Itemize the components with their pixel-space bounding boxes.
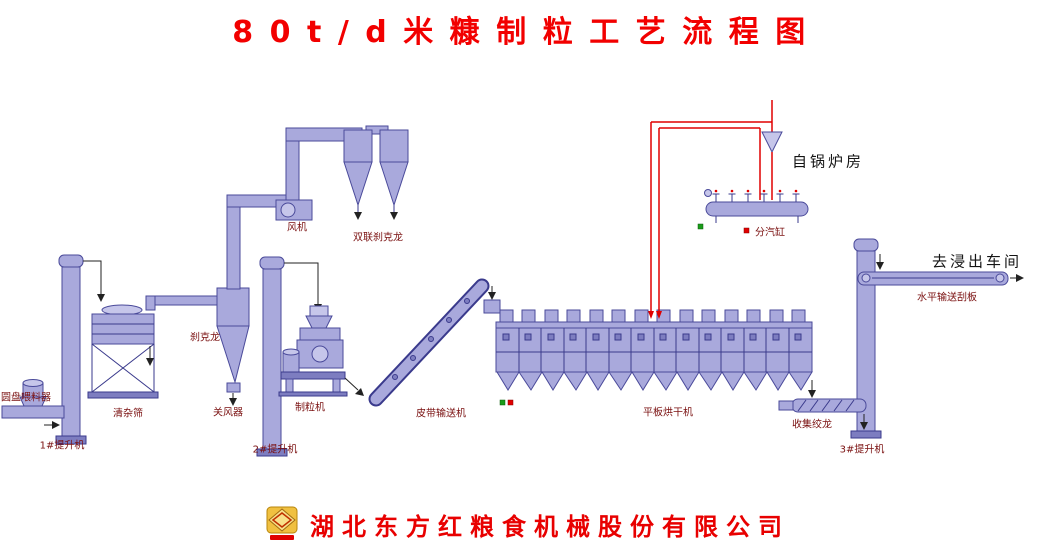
label-elevator-3: 3#提升机 — [839, 444, 885, 456]
steam-valves — [712, 189, 800, 202]
pellet-mill — [278, 305, 348, 397]
dryer-inlet — [483, 299, 501, 314]
flow-arrow-auger-to-elevator3 — [860, 414, 868, 430]
label-disc-feeder: 圆盘喂料器 — [1, 392, 51, 404]
fan — [275, 199, 313, 221]
steam-distributor — [704, 189, 809, 223]
disc-feeder — [1, 379, 65, 419]
company-logo — [266, 506, 298, 540]
label-from-boiler-room: 自锅炉房 — [791, 152, 865, 171]
flow-arrow-feeder-to-elevator1 — [44, 421, 60, 429]
double-cyclone — [343, 125, 409, 220]
company-name: 湖北东方红粮食机械股份有限公司 — [310, 512, 790, 541]
cyclone — [216, 287, 250, 393]
belt-conveyor — [368, 278, 490, 407]
aspiration-duct — [145, 295, 221, 311]
label-collecting-auger: 收集绞龙 — [792, 419, 832, 431]
flow-arrow-elevator1-to-sieve — [83, 260, 105, 302]
pressure-gauge — [704, 189, 712, 197]
flow-arrow-dryer-to-auger — [808, 380, 816, 398]
flow-arrow-cyclone-discharge — [229, 393, 237, 406]
boiler-funnel — [761, 131, 783, 154]
auger-motor — [778, 400, 794, 411]
cleaning-sieve — [87, 304, 159, 399]
steam-pipes — [648, 100, 783, 319]
elevator-2 — [256, 256, 288, 457]
label-cleaning-sieve: 清杂筛 — [113, 408, 143, 420]
label-fan: 风机 — [287, 222, 307, 234]
label-horizontal-scraper-conveyor: 水平输送刮板 — [917, 292, 977, 304]
flow-arrow-belt-to-dryer — [488, 286, 496, 300]
scraper-conveyor — [857, 271, 1009, 286]
flow-arrow-mill-to-belt — [344, 377, 364, 396]
label-double-cyclone: 双联刹克龙 — [353, 232, 403, 244]
safety-valve-glyph — [697, 223, 750, 234]
drain-valve-glyph — [499, 399, 514, 406]
label-steam-distributor: 分汽缸 — [755, 227, 785, 239]
elevator-3 — [850, 238, 882, 439]
label-airlock: 关风器 — [213, 407, 243, 419]
airlock-device — [226, 382, 241, 393]
fan-ductwork — [226, 127, 363, 290]
label-elevator-1: 1#提升机 — [39, 440, 85, 452]
label-to-extraction-workshop: 去浸出车间 — [931, 252, 1023, 271]
flat-dryer — [483, 299, 813, 391]
label-flat-dryer: 平板烘干机 — [643, 407, 693, 419]
label-elevator-2: 2#提升机 — [252, 444, 298, 456]
diagram-title: 80t/d米糠制粒工艺流程图 — [232, 15, 822, 50]
flow-arrow-to-extraction — [1010, 274, 1024, 282]
company-footer: 湖北东方红粮食机械股份有限公司 — [0, 506, 1054, 542]
collecting-auger — [778, 398, 867, 413]
label-cyclone: 刹克龙 — [190, 332, 220, 344]
flow-arrow-elevator2-to-mill — [284, 262, 322, 312]
flow-arrow-elevator3-to-conveyor — [876, 254, 884, 270]
label-pellet-mill: 制粒机 — [295, 402, 325, 414]
flow-arrow-sieve-outlet — [146, 346, 154, 366]
label-belt-conveyor: 皮带输送机 — [416, 408, 466, 420]
